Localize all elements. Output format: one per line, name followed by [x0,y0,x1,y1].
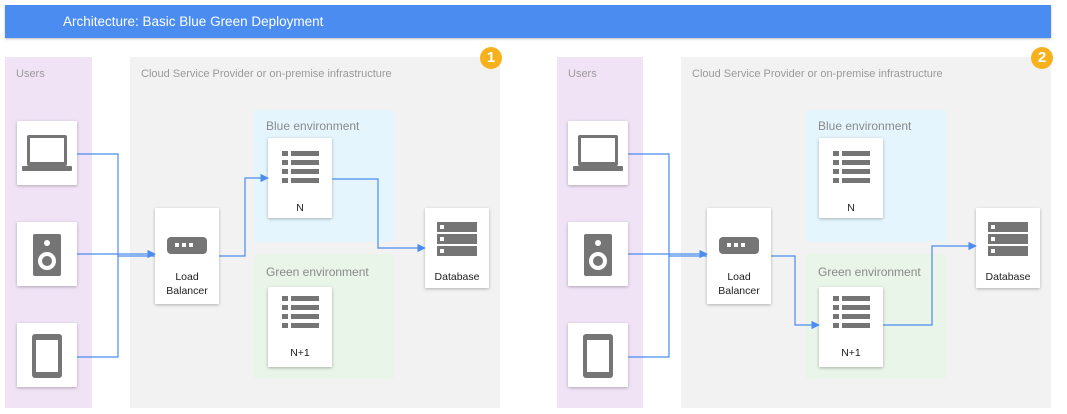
server-list-icon [833,296,870,328]
load-balancer: Load Balancer [707,208,771,304]
database: Database [425,208,489,288]
user-speaker [17,222,77,286]
tablet-icon [32,334,62,378]
users-label: Users [16,68,45,80]
page-title: Architecture: Basic Blue Green Deploymen… [63,14,324,29]
server-n: N [819,138,883,218]
server-n-plus-1-label: N+1 [290,347,310,359]
database: Database [976,208,1040,288]
server-n-plus-1: N+1 [268,287,332,367]
users-label: Users [568,68,597,80]
load-balancer: Load Balancer [155,208,219,304]
speaker-icon [33,234,61,276]
server-list-icon [833,151,870,183]
laptop-icon [22,135,72,171]
database-label: Database [985,271,1031,283]
cloud-label: Cloud Service Provider or on-premise inf… [692,68,943,80]
green-environment-label: Green environment [266,265,369,279]
server-list-icon [282,296,319,328]
server-n: N [268,138,332,218]
speaker-icon [584,234,612,276]
database-icon [988,222,1028,256]
blue-environment-label: Blue environment [818,119,912,133]
database-icon [437,222,477,256]
server-n-label: N [296,202,304,214]
tablet-icon [583,334,613,378]
user-speaker [568,222,628,286]
load-balancer-icon [719,237,759,254]
user-tablet [17,323,77,387]
load-balancer-label: Load Balancer [166,271,208,297]
cloud-label: Cloud Service Provider or on-premise inf… [141,68,392,80]
title-bar: Architecture: Basic Blue Green Deploymen… [5,5,1051,38]
server-n-plus-1: N+1 [819,287,883,367]
load-balancer-label: Load Balancer [718,271,760,297]
user-laptop [17,121,77,185]
user-tablet [568,323,628,387]
server-n-plus-1-label: N+1 [841,347,861,359]
user-laptop [568,121,628,185]
database-label: Database [434,271,480,283]
blue-environment-label: Blue environment [266,119,360,133]
server-n-label: N [847,202,855,214]
step-badge: 1 [480,47,502,69]
server-list-icon [282,151,319,183]
laptop-icon [573,135,623,171]
step-badge: 2 [1031,47,1053,69]
load-balancer-icon [167,237,207,254]
green-environment-label: Green environment [818,265,921,279]
